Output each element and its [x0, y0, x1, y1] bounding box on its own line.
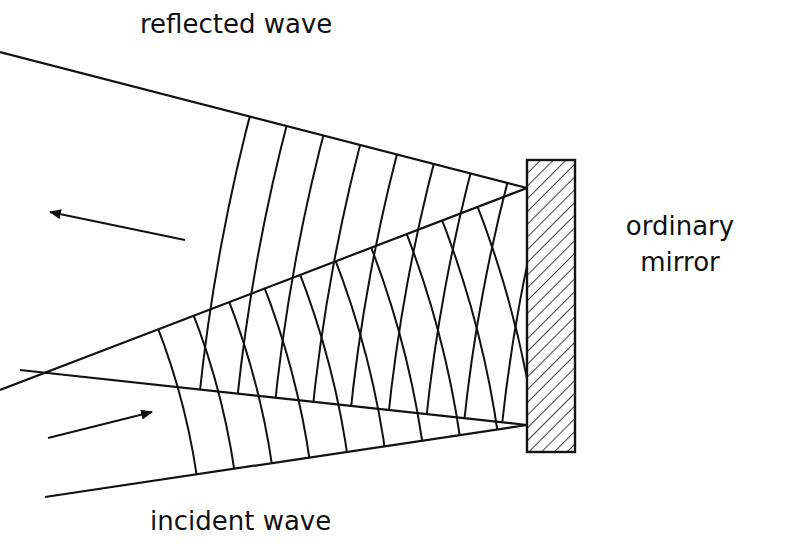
direction-arrow [50, 212, 185, 240]
part-label: ordinary mirror [600, 208, 760, 280]
wave-label: reflected wave [140, 6, 440, 42]
wavefront [0, 0, 242, 549]
wavefront [0, 0, 470, 549]
direction-arrow [48, 412, 152, 438]
wavefront [341, 0, 788, 549]
wavefront [0, 0, 356, 549]
wavefront [0, 0, 546, 549]
wavefront [265, 0, 788, 549]
wavefront [493, 0, 788, 549]
incident-wavefronts [0, 0, 546, 549]
mirror-symbol [527, 160, 575, 452]
wavefront [303, 0, 788, 549]
reflected-wavefronts [189, 0, 788, 549]
wavefront [189, 0, 788, 549]
wavefront [227, 0, 788, 549]
wavefront [0, 0, 394, 549]
wave-label: incident wave [150, 503, 450, 539]
wavefront [379, 0, 788, 549]
wavefront [417, 0, 788, 549]
wavefront [0, 0, 204, 549]
wavefront [455, 0, 788, 549]
wavefront [0, 0, 280, 549]
wavefront [0, 0, 318, 549]
